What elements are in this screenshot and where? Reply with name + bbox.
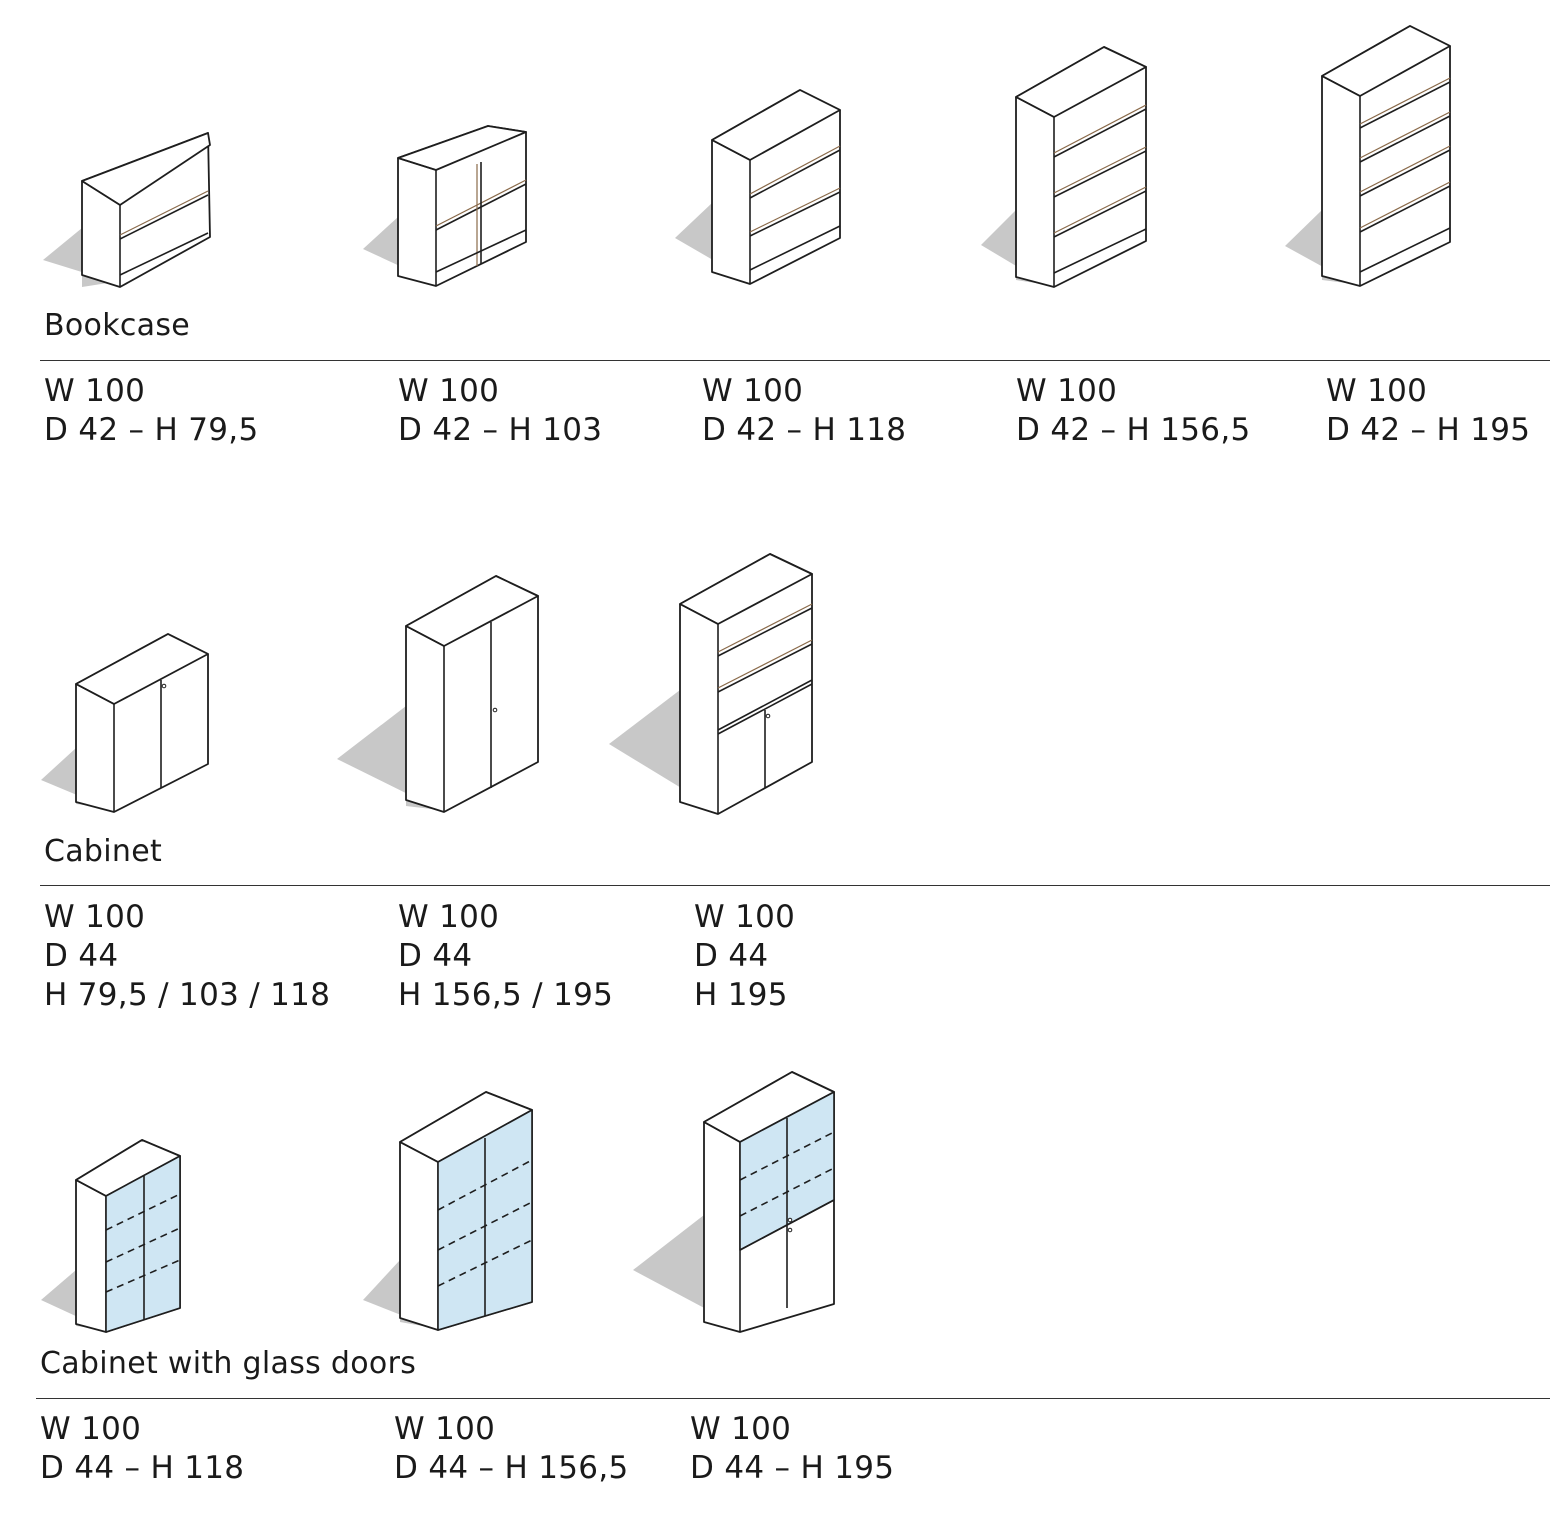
spec-cabinet-3: W 100 D 44 H 195 [694, 898, 795, 1015]
section-title-glass-cabinet: Cabinet with glass doors [40, 1346, 417, 1381]
spec-width: W 100 [40, 1411, 142, 1447]
bookcase-drawing-1 [43, 132, 211, 288]
section-title-bookcase: Bookcase [44, 308, 191, 343]
spec-width: W 100 [398, 373, 500, 409]
spec-glass-cabinet-1: W 100 D 44 – H 118 [40, 1410, 244, 1488]
spec-width: W 100 [398, 899, 500, 935]
spec-cabinet-1: W 100 D 44 H 79,5 / 103 / 118 [44, 898, 330, 1015]
section-title-cabinet: Cabinet [44, 834, 163, 869]
spec-cabinet-2: W 100 D 44 H 156,5 / 195 [398, 898, 613, 1015]
spec-depth: D 44 [44, 938, 119, 974]
spec-glass-cabinet-3: W 100 D 44 – H 195 [690, 1410, 894, 1488]
spec-width: W 100 [44, 899, 146, 935]
cabinet-drawing-1 [41, 633, 209, 813]
spec-depth-height: D 42 – H 118 [702, 412, 907, 448]
spec-bookcase-3: W 100 D 42 – H 118 [702, 372, 906, 450]
spec-width: W 100 [690, 1411, 792, 1447]
spec-height: H 79,5 / 103 / 118 [44, 977, 331, 1013]
spec-depth-height: D 44 – H 156,5 [394, 1450, 629, 1486]
spec-depth-height: D 42 – H 103 [398, 412, 603, 448]
spec-width: W 100 [1016, 373, 1118, 409]
spec-depth-height: D 44 – H 118 [40, 1450, 245, 1486]
spec-height: H 156,5 / 195 [398, 977, 614, 1013]
bookcase-drawing-2 [363, 125, 527, 287]
spec-depth: D 44 [694, 938, 769, 974]
divider-glass-cabinet [36, 1398, 1550, 1399]
glass-cabinet-drawing-1 [41, 1139, 181, 1333]
spec-depth-height: D 42 – H 195 [1326, 412, 1531, 448]
spec-depth-height: D 42 – H 156,5 [1016, 412, 1251, 448]
spec-width: W 100 [394, 1411, 496, 1447]
spec-bookcase-1: W 100 D 42 – H 79,5 [44, 372, 258, 450]
spec-depth-height: D 44 – H 195 [690, 1450, 895, 1486]
spec-bookcase-2: W 100 D 42 – H 103 [398, 372, 602, 450]
spec-depth: D 44 [398, 938, 473, 974]
spec-width: W 100 [694, 899, 796, 935]
cabinet-drawing-3 [609, 553, 813, 815]
glass-cabinet-drawing-3 [633, 1071, 835, 1333]
divider-cabinet [40, 885, 1550, 886]
glass-cabinet-drawing-2 [363, 1091, 533, 1331]
bookcase-drawing-3 [675, 89, 841, 285]
bookcase-drawing-4 [981, 46, 1147, 288]
divider-bookcase [40, 360, 1550, 361]
spec-height: H 195 [694, 977, 788, 1013]
spec-width: W 100 [44, 373, 146, 409]
spec-width: W 100 [1326, 373, 1428, 409]
spec-bookcase-4: W 100 D 42 – H 156,5 [1016, 372, 1251, 450]
spec-width: W 100 [702, 373, 804, 409]
bookcase-drawing-5 [1285, 25, 1451, 287]
cabinet-drawing-2 [337, 575, 539, 813]
spec-bookcase-5: W 100 D 42 – H 195 [1326, 372, 1530, 450]
spec-glass-cabinet-2: W 100 D 44 – H 156,5 [394, 1410, 629, 1488]
spec-depth-height: D 42 – H 79,5 [44, 412, 259, 448]
